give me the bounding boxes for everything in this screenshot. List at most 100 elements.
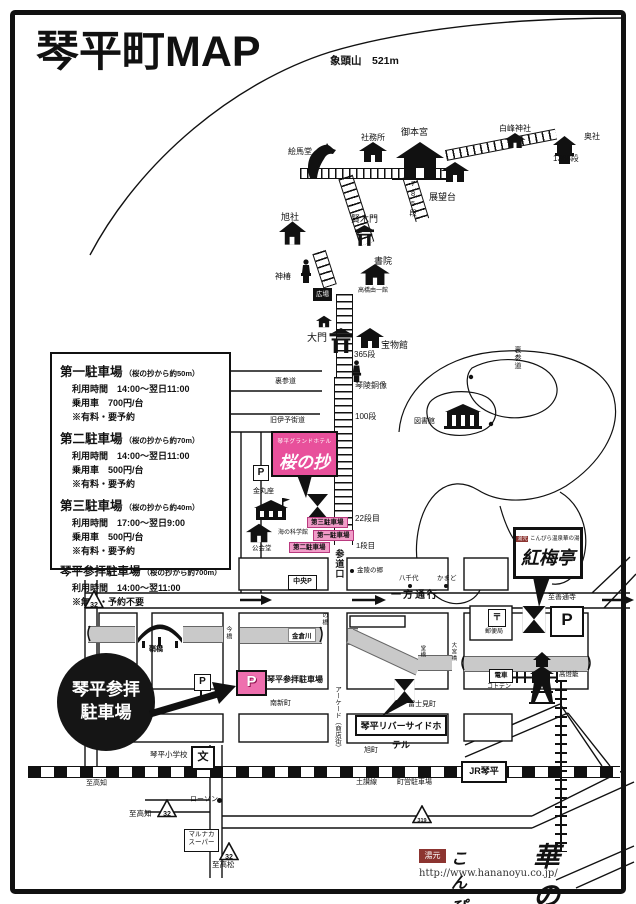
shiramine-building-icon <box>504 133 526 153</box>
yachiyo-dot <box>408 584 412 588</box>
label-dan1: 1段目 <box>356 541 376 550</box>
label-sando-guchi: 参道口 <box>334 549 345 579</box>
label-toshokan: 図書館 <box>414 418 435 425</box>
label-takahashi-yuichi-kan: 高橋由一館 <box>358 288 389 294</box>
label-shoin: 書院 <box>374 256 393 266</box>
marunaka-line1: マルナカ <box>188 831 215 838</box>
parking-fee: 乗用車 500円/台 <box>72 532 144 542</box>
lawson-dot <box>217 798 222 803</box>
kobaitei-hotel-icon <box>522 606 546 638</box>
street-p-sign: P <box>194 674 211 691</box>
label-ichi-no-hashi: 一の橋 <box>320 605 327 626</box>
label-asahisha: 旭社 <box>281 212 300 222</box>
parking-name: 第一駐車場 <box>60 365 123 379</box>
label-steps-785: 785段 <box>408 179 418 218</box>
label-urasando-park: 裏参道 <box>514 346 522 370</box>
tag-daini-parking: 第二駐車場 <box>289 542 330 554</box>
hut-icon <box>316 314 332 334</box>
label-kinryo-no-sato: 金陵の郷 <box>357 567 383 574</box>
okusha-building-icon <box>552 136 577 169</box>
takadoro-lantern-icon <box>527 652 557 709</box>
river-segment <box>183 626 223 643</box>
tag-daisan-parking: 第三駐車場 <box>307 517 348 529</box>
label-kyu-iyo-kaido: 旧伊予街道 <box>270 417 305 424</box>
kanamaruza-theater-icon <box>252 498 290 529</box>
kamado-dot <box>444 584 448 588</box>
label-kamitsubaki: 神椿 <box>275 272 291 281</box>
kotoden-tram-line <box>508 672 558 683</box>
label-kotoden: コトデン <box>487 684 512 690</box>
riverside-hotel-box: 琴平リバーサイドホテル <box>355 715 447 750</box>
route-319-shield: 319 <box>411 804 433 825</box>
chuo-parking-box: 中央P <box>288 575 317 590</box>
marunaka-line2: スーパー <box>188 839 215 847</box>
parking-note: ※有料・要予約 <box>72 412 136 422</box>
daimon-gate-icon <box>329 328 353 358</box>
label-school: 琴平小学校 <box>150 750 188 759</box>
densha-box: 電車 <box>489 669 513 683</box>
homotsukan-building-icon <box>356 327 384 354</box>
parking-name: 第二駐車場 <box>60 432 123 446</box>
label-kochi-road: 至高知 <box>129 809 152 818</box>
sakuranosho-name: 桜の抄 <box>279 453 330 473</box>
parking-fee: 乗用車 500円/台 <box>72 465 144 475</box>
sakakimon-gate-icon <box>355 224 374 252</box>
kinryo-shop-icon <box>246 522 272 549</box>
river-segment <box>464 656 588 672</box>
label-takadoro: 高燈籠 <box>559 671 579 678</box>
shamusho-building-icon <box>358 142 388 167</box>
logo-url: http://www.hananoyu.co.jp/ <box>419 868 558 879</box>
parking-p-sign: P <box>253 465 269 481</box>
mountain-ridge-line <box>89 17 627 256</box>
kobaitei-hotel-box: 湯元 こんぴら温泉華の湯 紅梅亭 <box>513 527 583 579</box>
parking-distance: （桜の抄から約70m） <box>124 436 200 445</box>
label-emado: 絵馬堂 <box>288 147 312 156</box>
mountain-label: 象頭山 521m <box>330 55 399 67</box>
sakuranosho-brand: 琴平グランドホテル <box>277 439 332 445</box>
label-arcade: アーケード（商店街） <box>333 686 341 751</box>
label-gohongu: 御本宮 <box>401 127 429 137</box>
label-choei-parking: 町営駐車場 <box>397 779 432 786</box>
parking-distance: （桜の抄から約40m） <box>124 503 200 512</box>
label-homotsukan: 宝物館 <box>381 340 409 350</box>
parking-entry: 第一駐車場（桜の抄から約50m） 利用時間 14:00〜翌日11:00 乗用車 … <box>60 361 223 423</box>
parking-hours: 利用時間 14:00〜翌日11:00 <box>72 451 190 461</box>
page-title: 琴平町MAP <box>36 28 261 76</box>
kinryo-dot <box>350 569 354 573</box>
kobaitei-name: 紅梅亭 <box>521 548 575 569</box>
kotoden-railway-vertical <box>555 680 567 852</box>
emado-horse-icon <box>303 142 337 183</box>
parking-entry: 第二駐車場（桜の抄から約70m） 利用時間 14:00〜翌日11:00 乗用車 … <box>60 428 223 490</box>
callout-line1: 琴平参拝 <box>72 680 140 699</box>
label-kanamaruza: 金丸座 <box>253 488 274 495</box>
plateau-path-stairs <box>300 168 448 179</box>
river-segment <box>88 626 135 643</box>
label-okusha: 奥社 <box>584 132 600 141</box>
parking-name: 第三駐車場 <box>60 499 123 513</box>
parking-entry: 第三駐車場（桜の抄から約40m） 利用時間 17:00〜翌日9:00 乗用車 5… <box>60 495 223 557</box>
kotooka-statue-icon <box>350 360 363 387</box>
label-shiramine-jinja: 白峰神社 <box>499 124 531 133</box>
sanpai-parking-callout: 琴平参拝 駐車場 <box>57 653 155 751</box>
label-hiroba: 広場 <box>313 288 332 301</box>
label-minami-shinmachi: 南新町 <box>270 700 291 707</box>
shoin-building-icon <box>359 264 391 290</box>
parking-note: ※有料・要予約 <box>72 479 136 489</box>
gohongu-shrine-icon <box>392 140 448 185</box>
parking-fee: 乗用車 700円/台 <box>72 398 144 408</box>
jr-dosan-railway <box>28 766 620 778</box>
label-urasando-street: 裏参道 <box>275 378 296 385</box>
route-32-shield: 32 <box>156 798 178 819</box>
school-icon: 文 <box>191 746 215 770</box>
label-steps-365: 365段 <box>354 350 376 359</box>
label-imabashi: 今橋 <box>224 626 231 640</box>
toshokan-building-icon <box>443 404 483 436</box>
kobaitei-brand: こんぴら温泉華の湯 <box>530 536 580 542</box>
parking-name: 琴平参拝駐車場 <box>60 566 141 578</box>
label-omiyabashi: 大宮橋 <box>450 642 457 662</box>
label-kamado: かまど <box>437 575 457 582</box>
label-umi-no-kagakukan: 海の科学館 <box>278 530 309 536</box>
label-daimon: 大門 <box>307 333 327 344</box>
parking-note: ※無料・予約不要 <box>72 597 145 607</box>
